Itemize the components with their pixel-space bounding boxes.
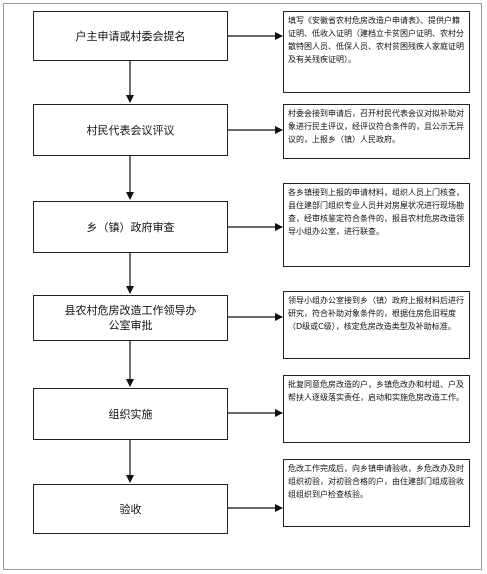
step-box-5: 组织实施 bbox=[33, 388, 228, 440]
step-box-1: 户主申请或村委会提名 bbox=[33, 11, 228, 61]
step-box-6: 验收 bbox=[33, 484, 228, 534]
note-text: 各乡镇接到上报的申请材料，组织人员上门核查，县住建部门组织专业人员并对房屋状况进… bbox=[288, 188, 464, 236]
note-box-2: 村委会接到申请后，召开村民代表会议对拟补助对象进行民主评议，经评议符合条件的，且… bbox=[283, 104, 470, 159]
note-text: 村委会接到申请后，召开村民代表会议对拟补助对象进行民主评议，经评议符合条件的，且… bbox=[288, 109, 464, 144]
note-text: 填写《安徽省农村危房改造户申请表》、提供户籍证明、低收入证明（建档立卡贫困户证明… bbox=[288, 16, 464, 64]
note-box-4: 领导小组办公室接到乡（镇）政府上报材料后进行研究，符合补助对象条件的，根据住房危… bbox=[283, 291, 470, 359]
note-box-1: 填写《安徽省农村危房改造户申请表》、提供户籍证明、低收入证明（建档立卡贫困户证明… bbox=[283, 11, 470, 93]
step-label: 村民代表会议评议 bbox=[86, 123, 175, 137]
note-text: 批复同意危房改造的户，乡镇危改办和村组、户及帮扶人逐级落实责任，启动和实施危房改… bbox=[288, 380, 464, 402]
step-box-4: 县农村危房改造工作领导办公室审批 bbox=[33, 295, 228, 341]
note-text: 领导小组办公室接到乡（镇）政府上报材料后进行研究，符合补助对象条件的，根据住房危… bbox=[288, 296, 464, 331]
note-box-3: 各乡镇接到上报的申请材料，组织人员上门核查，县住建部门组织专业人员并对房屋状况进… bbox=[283, 183, 470, 267]
diagram-frame bbox=[3, 3, 482, 570]
step-label: 县农村危房改造工作领导办公室审批 bbox=[64, 304, 197, 332]
step-label: 乡（镇）政府审查 bbox=[86, 220, 175, 234]
step-box-3: 乡（镇）政府审查 bbox=[33, 201, 228, 253]
step-box-2: 村民代表会议评议 bbox=[33, 104, 228, 156]
note-text: 危改工作完成后，向乡镇申请验收，乡危改办及时组织初验，对初验合格的户，由住建部门… bbox=[288, 464, 464, 499]
note-box-6: 危改工作完成后，向乡镇申请验收，乡危改办及时组织初验，对初验合格的户，由住建部门… bbox=[283, 459, 470, 527]
note-box-5: 批复同意危房改造的户，乡镇危改办和村组、户及帮扶人逐级落实责任，启动和实施危房改… bbox=[283, 375, 470, 443]
step-label: 户主申请或村委会提名 bbox=[75, 29, 186, 43]
step-label: 验收 bbox=[119, 502, 142, 516]
step-label: 组织实施 bbox=[108, 407, 153, 421]
